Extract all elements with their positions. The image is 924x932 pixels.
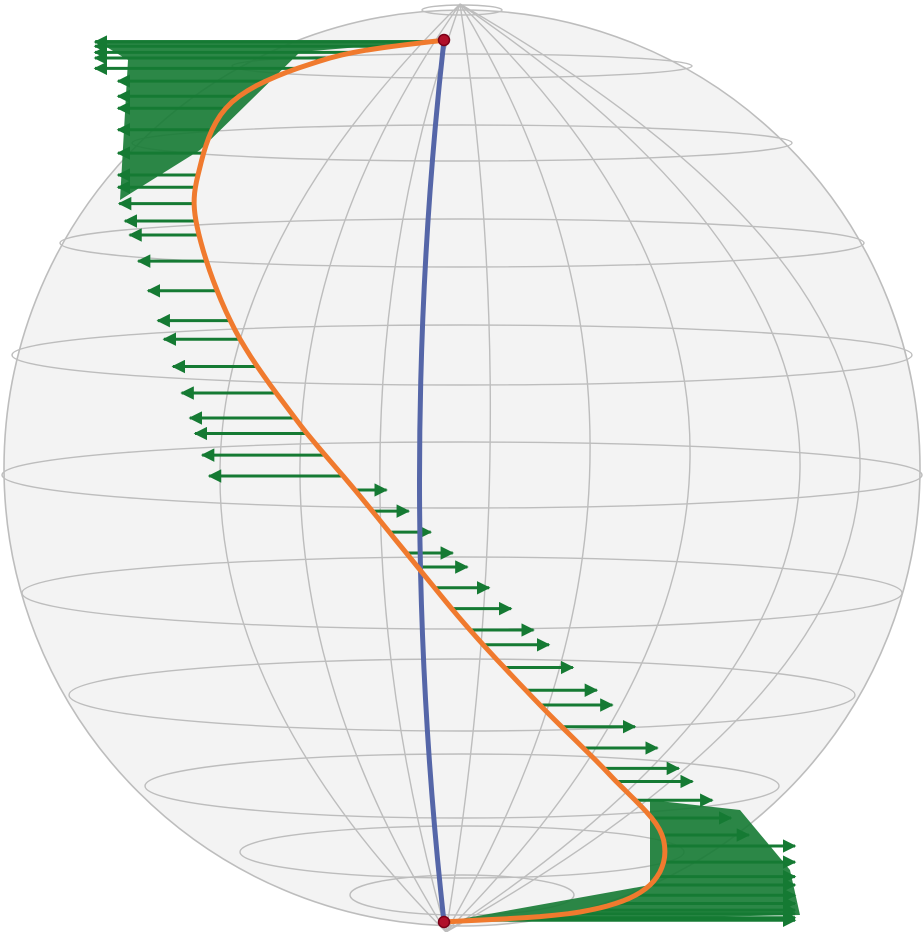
end-point — [437, 915, 451, 929]
twisted-curve-line — [191, 37, 668, 925]
sphere-body — [3, 9, 921, 927]
longitude-line — [445, 3, 691, 932]
latitude-line — [11, 324, 913, 386]
latitude-line — [144, 753, 780, 819]
longitude-line — [299, 3, 461, 932]
latitude-line — [59, 218, 865, 268]
sphere — [3, 9, 921, 927]
vector-field-fill-top — [95, 40, 444, 200]
tangent-vector-field — [93, 35, 800, 928]
latitude-line — [21, 556, 903, 630]
endpoints — [437, 33, 451, 929]
longitude-line — [445, 3, 492, 932]
longitude-line — [379, 3, 461, 932]
twisted-curve — [191, 37, 668, 925]
start-point — [437, 33, 451, 47]
geodesic-line — [417, 37, 447, 925]
vector-field-fill-bottom — [444, 800, 800, 922]
geodesic-path — [417, 37, 447, 925]
longitude-line — [445, 3, 861, 932]
latitude-line — [1, 441, 923, 509]
longitude-line — [445, 3, 801, 932]
longitude-line — [219, 3, 461, 932]
longitude-grid — [219, 3, 861, 932]
latitude-line — [68, 658, 856, 732]
longitude-line — [445, 3, 591, 932]
